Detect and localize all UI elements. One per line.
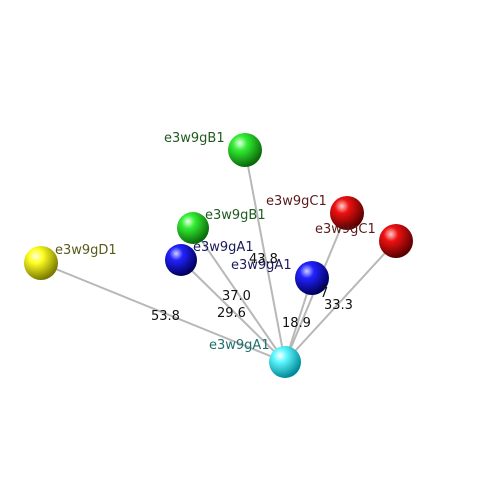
edge-c1b bbox=[284, 240, 397, 363]
edge-a1b-label: 18.9 bbox=[282, 316, 311, 331]
node-a1a-sphere[interactable] bbox=[165, 244, 197, 276]
node-b1b-label: e3w9gB1 bbox=[205, 208, 266, 223]
node-c1b-sphere[interactable] bbox=[379, 224, 413, 258]
node-label-layer: e3w9gB1 e3w9gC1 e3w9gC1 e3w9gB1 e3w9gA1 … bbox=[55, 131, 376, 353]
edge-b1-label: 43.8 bbox=[249, 252, 278, 267]
node-a1b-sphere[interactable] bbox=[295, 261, 329, 295]
node-c1a-label: e3w9gC1 bbox=[266, 194, 327, 209]
node-b1-sphere[interactable] bbox=[228, 133, 262, 167]
edge-label-layer: 43.8 7 33.3 37.0 29.6 18.9 53.8 bbox=[151, 252, 353, 331]
node-d1-label: e3w9gD1 bbox=[55, 243, 117, 258]
node-b1b-sphere[interactable] bbox=[177, 212, 209, 244]
edge-c1b-label: 33.3 bbox=[324, 298, 353, 313]
node-layer bbox=[24, 133, 413, 378]
node-hub-sphere[interactable] bbox=[269, 346, 301, 378]
node-a1b-label: e3w9gA1 bbox=[231, 258, 292, 273]
edge-c1a-label: 7 bbox=[320, 286, 328, 301]
edge-b1 bbox=[244, 149, 286, 363]
node-b1-label: e3w9gB1 bbox=[164, 131, 225, 146]
edge-d1 bbox=[40, 262, 286, 363]
node-d1-sphere[interactable] bbox=[24, 246, 58, 280]
edge-a1a-label: 29.6 bbox=[217, 306, 246, 321]
edge-d1-label: 53.8 bbox=[151, 309, 180, 324]
node-hub-label: e3w9gA1 bbox=[209, 338, 270, 353]
node-c1b-label: e3w9gC1 bbox=[315, 222, 376, 237]
edge-a1a bbox=[180, 259, 286, 363]
edge-b1b bbox=[192, 227, 286, 363]
node-a1a-label: e3w9gA1 bbox=[193, 240, 254, 255]
node-c1a-sphere[interactable] bbox=[330, 196, 364, 230]
edge-b1b-label: 37.0 bbox=[222, 289, 251, 304]
